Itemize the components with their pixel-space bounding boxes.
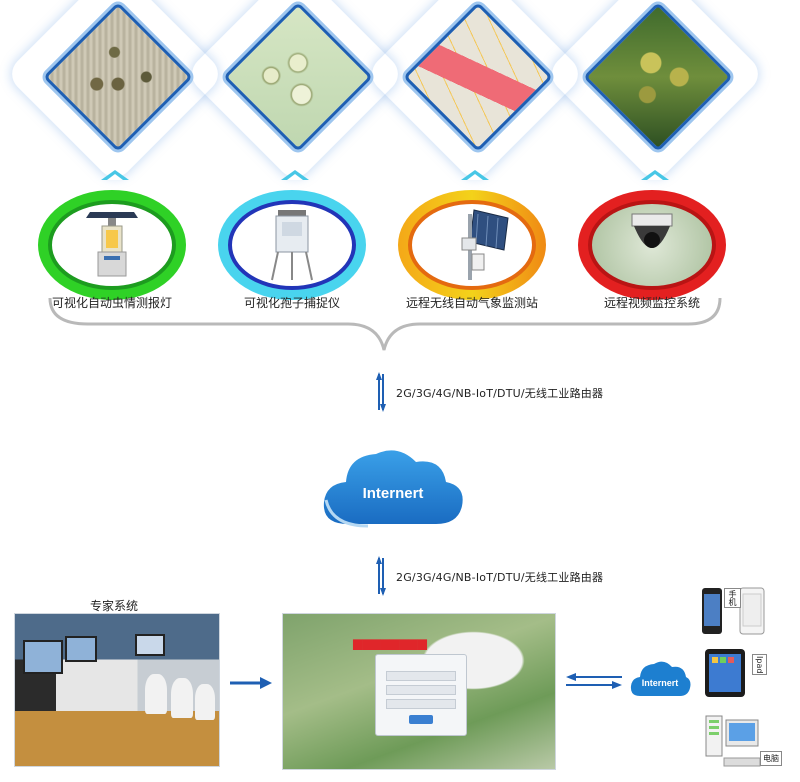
device-label: 可视化孢子捕捉仪 xyxy=(243,296,340,310)
insect-lamp-icon xyxy=(86,212,138,277)
monitor-screen xyxy=(135,634,165,656)
expert-control-room-photo xyxy=(14,613,220,767)
device-label: 可视化自动虫情测报灯 xyxy=(51,296,172,310)
weather-station-device xyxy=(398,190,546,300)
expert-person xyxy=(195,684,215,720)
internet-cloud-icon: Internert xyxy=(323,450,463,528)
cloud-small-label: Internert xyxy=(642,678,679,688)
router-label-top: 2G/3G/4G/NB-IoT/DTU/无线工业路由器 xyxy=(396,387,604,400)
weather-station-icon xyxy=(461,209,509,280)
smartphone-icon xyxy=(702,587,765,635)
router-label-bottom: 2G/3G/4G/NB-IoT/DTU/无线工业路由器 xyxy=(396,571,604,584)
bidirectional-arrow-icon xyxy=(566,673,622,689)
dome-camera-icon xyxy=(631,213,673,248)
video-camera-device xyxy=(578,190,726,300)
password-field xyxy=(386,685,456,695)
pc-label: 电脑 xyxy=(760,751,782,766)
username-field xyxy=(386,671,456,681)
bidirectional-arrow-icon xyxy=(376,556,386,596)
control-desk xyxy=(15,711,219,766)
chevron-up-icon xyxy=(461,170,489,180)
bidirectional-arrow-icon xyxy=(376,372,386,412)
monitor-screen xyxy=(65,636,97,662)
chevron-up-icon xyxy=(101,170,129,180)
ipad-label: Ipad xyxy=(752,654,767,676)
spore-trap-device xyxy=(218,190,366,300)
group-brace xyxy=(48,297,722,351)
cloud-label: Internert xyxy=(363,485,424,502)
monitor-screen xyxy=(23,640,63,674)
device-label: 远程视频监控系统 xyxy=(603,296,700,310)
tablet-icon xyxy=(705,649,745,697)
chevron-up-icon xyxy=(641,170,669,180)
device-label: 远程无线自动气象监测站 xyxy=(405,296,538,310)
expert-system-label: 专家系统 xyxy=(90,599,139,613)
phone-label: 手机 xyxy=(724,588,741,608)
expert-person xyxy=(171,678,193,718)
desktop-computer-icon xyxy=(705,715,761,767)
internet-cloud-small-icon: Internert xyxy=(630,661,691,696)
insect-lamp-device xyxy=(38,190,186,300)
iot-platform-screenshot: ▆▆▆▆▆▆▆▆ xyxy=(282,613,556,770)
login-panel xyxy=(375,654,467,736)
captcha-field xyxy=(386,699,456,709)
arrow-right-icon xyxy=(230,677,272,689)
spore-trap-icon xyxy=(271,210,313,281)
login-button xyxy=(409,715,433,724)
platform-title-graphic: ▆▆▆▆▆▆▆▆ xyxy=(353,636,427,650)
expert-person xyxy=(145,674,167,714)
chevron-up-icon xyxy=(281,170,309,180)
